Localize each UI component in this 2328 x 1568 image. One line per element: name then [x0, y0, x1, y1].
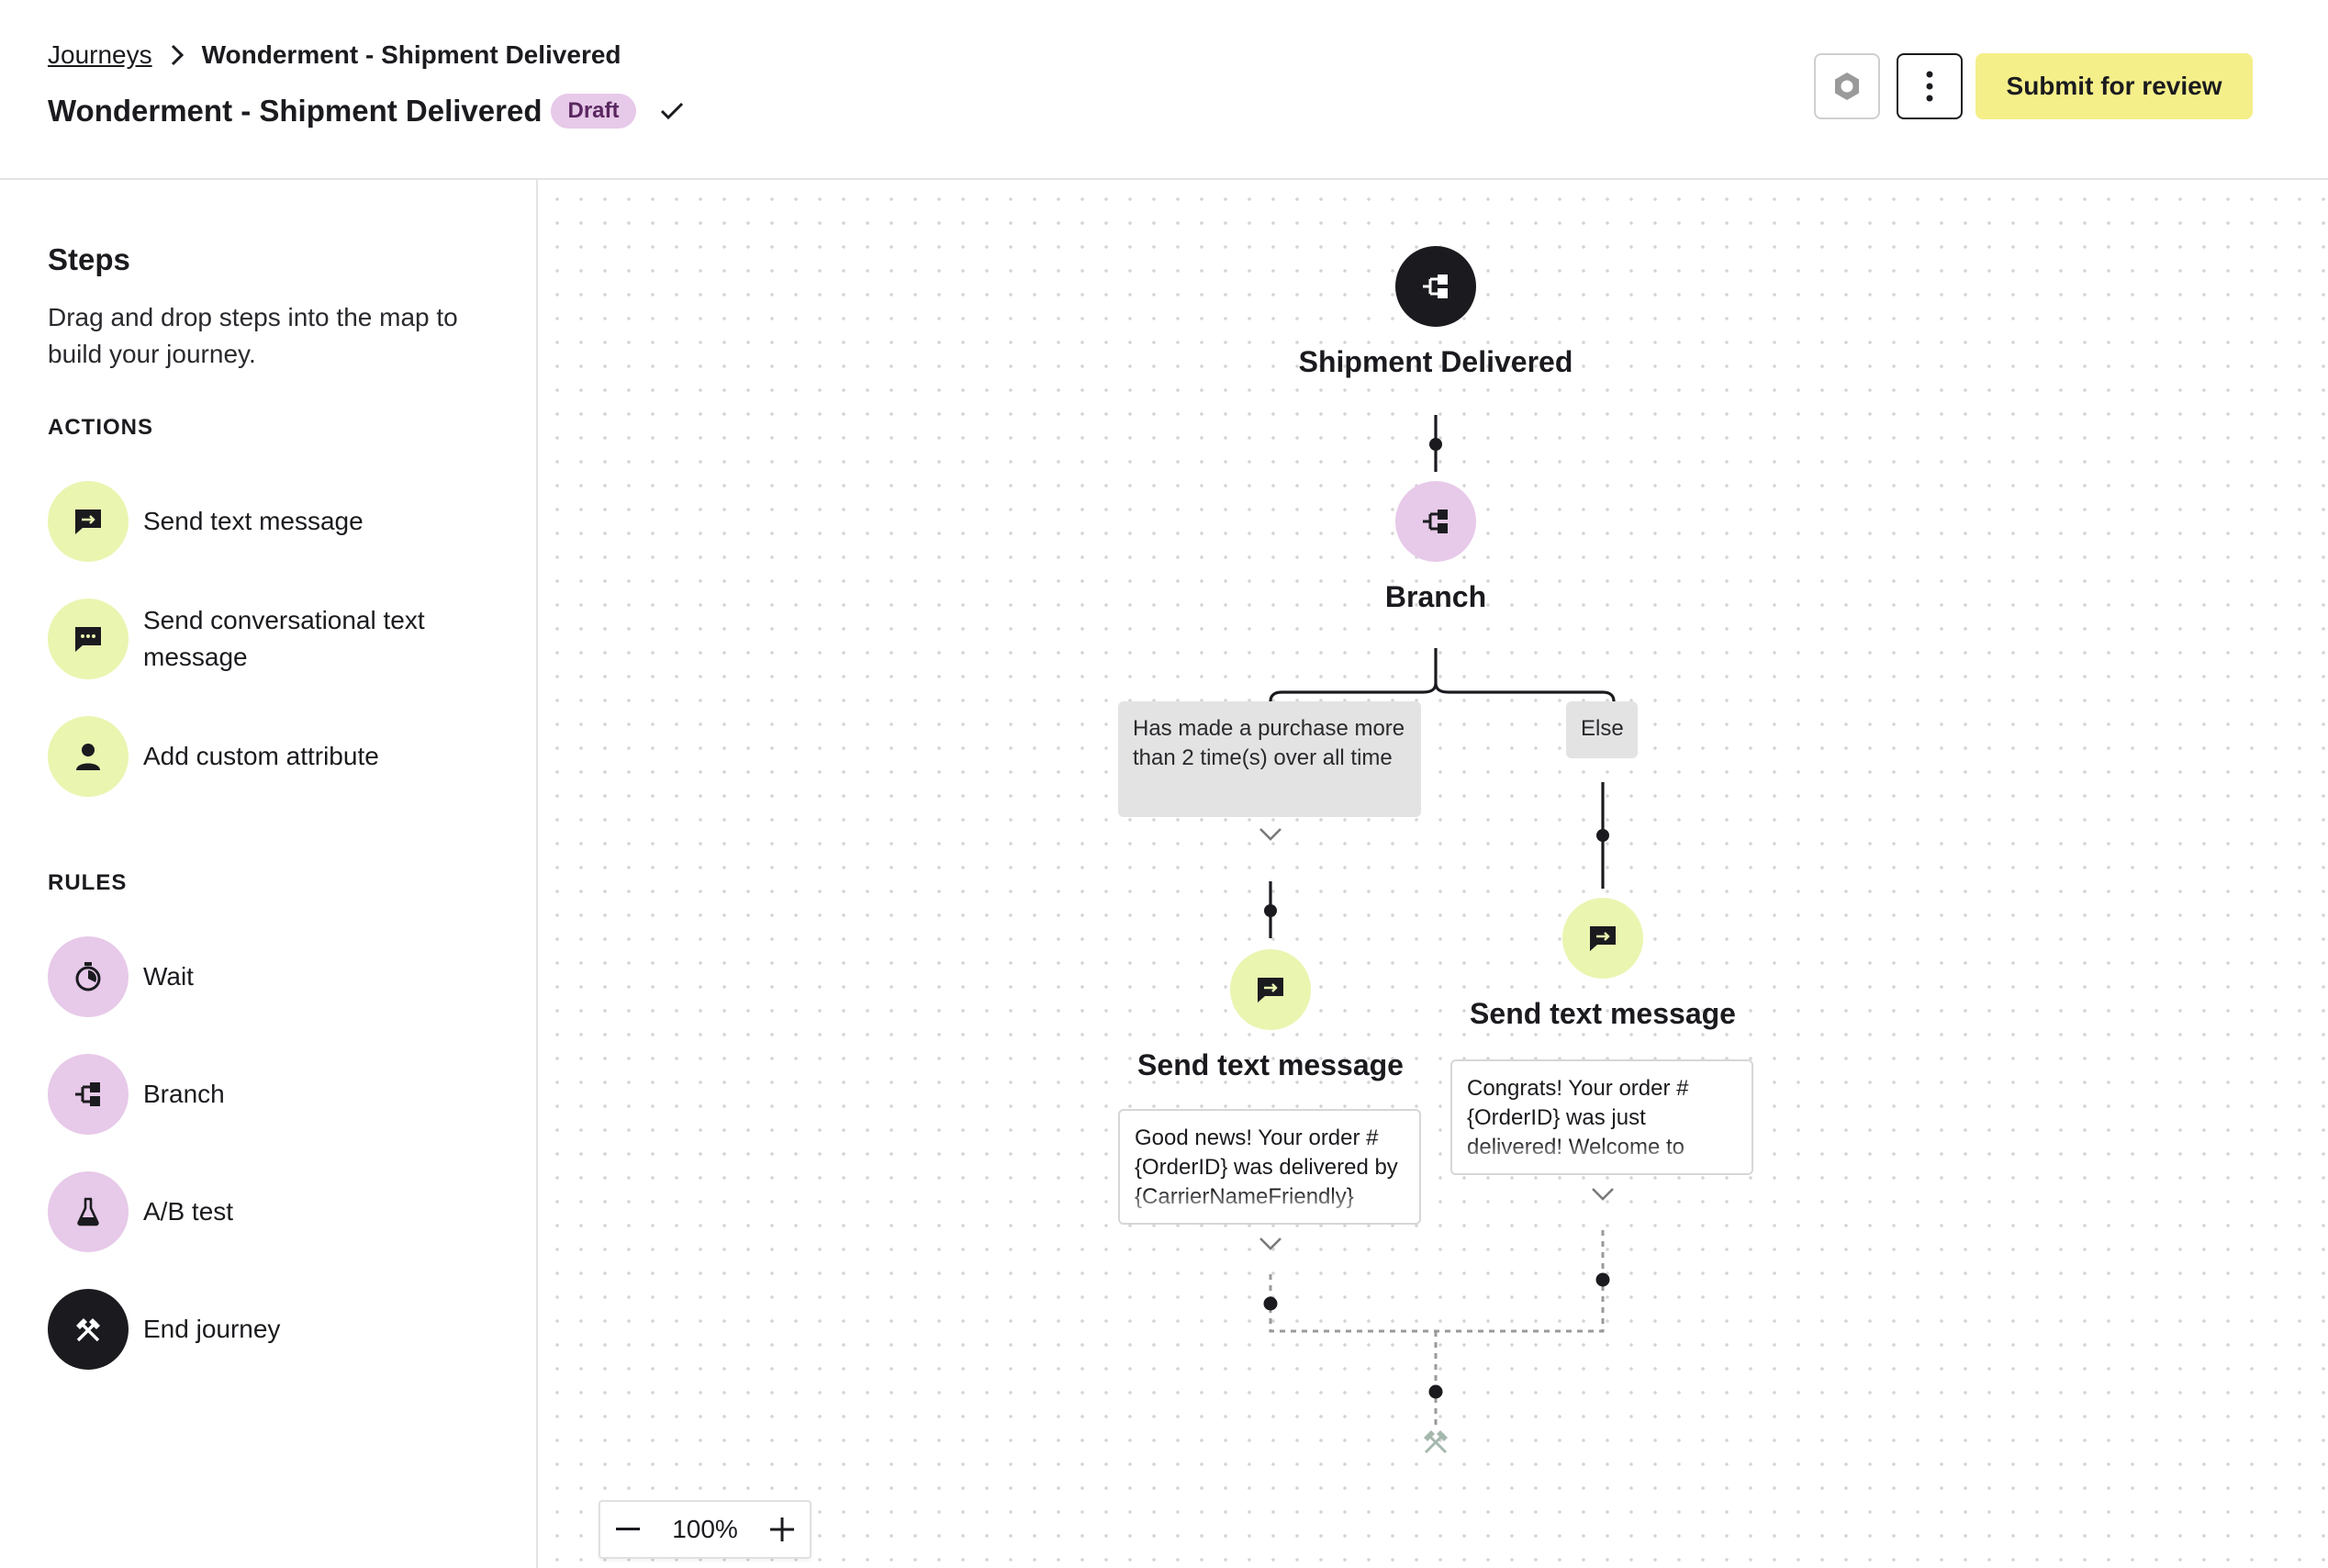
- step-label: Branch: [143, 1080, 225, 1108]
- title-row: Wonderment - Shipment Delivered Draft: [48, 94, 684, 129]
- text-fade: [1452, 1140, 1752, 1173]
- zoom-out-button[interactable]: [600, 1502, 655, 1557]
- message-preview-right[interactable]: Congrats! Your order #{OrderID} was just…: [1450, 1059, 1753, 1175]
- send-text-icon: [1590, 926, 1616, 951]
- condition-else[interactable]: Else: [1566, 701, 1638, 758]
- zoom-level: 100%: [672, 1515, 738, 1543]
- chevron-down-icon[interactable]: [1590, 1186, 1616, 1203]
- step-end-journey[interactable]: End journey: [48, 1289, 474, 1370]
- flask-icon: [48, 1171, 129, 1252]
- send-text-label-right: Send text message: [1470, 997, 1736, 1030]
- step-label: Wait: [143, 962, 194, 991]
- send-text-icon: [48, 481, 129, 562]
- step-ab-test[interactable]: A/B test: [48, 1171, 474, 1252]
- steps-sidebar: Steps Drag and drop steps into the map t…: [0, 180, 538, 1568]
- send-text-icon: [1258, 978, 1283, 1002]
- timer-icon: [48, 936, 129, 1017]
- breadcrumb-current: Wonderment - Shipment Delivered: [201, 40, 621, 69]
- send-text-node-left[interactable]: [1230, 949, 1311, 1030]
- connector-lines: [1263, 415, 1616, 1430]
- branch-icon: [1423, 510, 1448, 533]
- actions-heading: ACTIONS: [48, 415, 153, 440]
- plus-icon: [770, 1518, 794, 1541]
- zoom-control: 100%: [599, 1500, 811, 1559]
- step-wait[interactable]: Wait: [48, 936, 474, 1017]
- step-label: Add custom attribute: [143, 742, 379, 770]
- settings-button[interactable]: [1814, 53, 1880, 119]
- hexagon-gear-icon: [1835, 73, 1859, 100]
- trigger-label: Shipment Delivered: [1298, 345, 1573, 378]
- check-icon: [660, 101, 684, 121]
- more-vertical-icon: [1926, 71, 1933, 102]
- branch-node[interactable]: [1395, 481, 1476, 562]
- chevron-down-icon[interactable]: [1258, 1236, 1283, 1252]
- step-label: Send text message: [143, 507, 364, 535]
- send-text-node-right[interactable]: [1562, 898, 1643, 979]
- text-fade: [1118, 786, 1421, 817]
- send-text-label-left: Send text message: [1137, 1048, 1404, 1081]
- chevron-down-icon[interactable]: [1258, 826, 1283, 843]
- step-label: End journey: [143, 1315, 281, 1343]
- step-branch[interactable]: Branch: [48, 1054, 474, 1135]
- branch-icon: [48, 1054, 129, 1135]
- condition-purchase-count[interactable]: Has made a purchase more than 2 time(s) …: [1118, 701, 1421, 817]
- trigger-node[interactable]: [1395, 246, 1476, 327]
- message-preview-left[interactable]: Good news! Your order #{OrderID} was del…: [1118, 1109, 1421, 1225]
- step-add-custom-attribute[interactable]: Add custom attribute: [48, 716, 474, 797]
- branch-icon: [1423, 274, 1448, 298]
- submit-for-review-button[interactable]: Submit for review: [1975, 53, 2253, 119]
- rules-heading: RULES: [48, 870, 128, 895]
- zoom-in-button[interactable]: [755, 1502, 810, 1557]
- sidebar-description: Drag and drop steps into the map to buil…: [48, 303, 458, 368]
- chevron-right-icon: [169, 42, 185, 68]
- text-fade: [1120, 1190, 1419, 1223]
- breadcrumb: Journeys Wonderment - Shipment Delivered: [48, 40, 621, 70]
- page-header: Journeys Wonderment - Shipment Delivered…: [0, 0, 2328, 180]
- conversation-icon: [48, 599, 129, 679]
- condition-text: Has made a purchase more than 2 time(s) …: [1133, 716, 1405, 770]
- status-badge: Draft: [551, 94, 636, 129]
- minus-icon: [616, 1528, 640, 1530]
- branch-label: Branch: [1384, 580, 1487, 613]
- step-send-conversational-text[interactable]: Send conversational text message: [48, 599, 474, 679]
- journey-map-canvas[interactable]: Shipment Delivered Branch Has made a pur…: [540, 182, 2328, 1568]
- end-journey-icon: [48, 1289, 129, 1370]
- end-journey-icon: [1421, 1427, 1450, 1456]
- step-send-text-message[interactable]: Send text message: [48, 481, 474, 562]
- condition-text: Else: [1581, 716, 1624, 741]
- breadcrumb-journeys-link[interactable]: Journeys: [48, 40, 152, 69]
- page-title: Wonderment - Shipment Delivered: [48, 94, 543, 128]
- step-label: Send conversational text message: [143, 606, 425, 671]
- step-label: A/B test: [143, 1197, 234, 1226]
- more-options-button[interactable]: [1897, 53, 1963, 119]
- person-icon: [48, 716, 129, 797]
- sidebar-title: Steps: [48, 242, 130, 276]
